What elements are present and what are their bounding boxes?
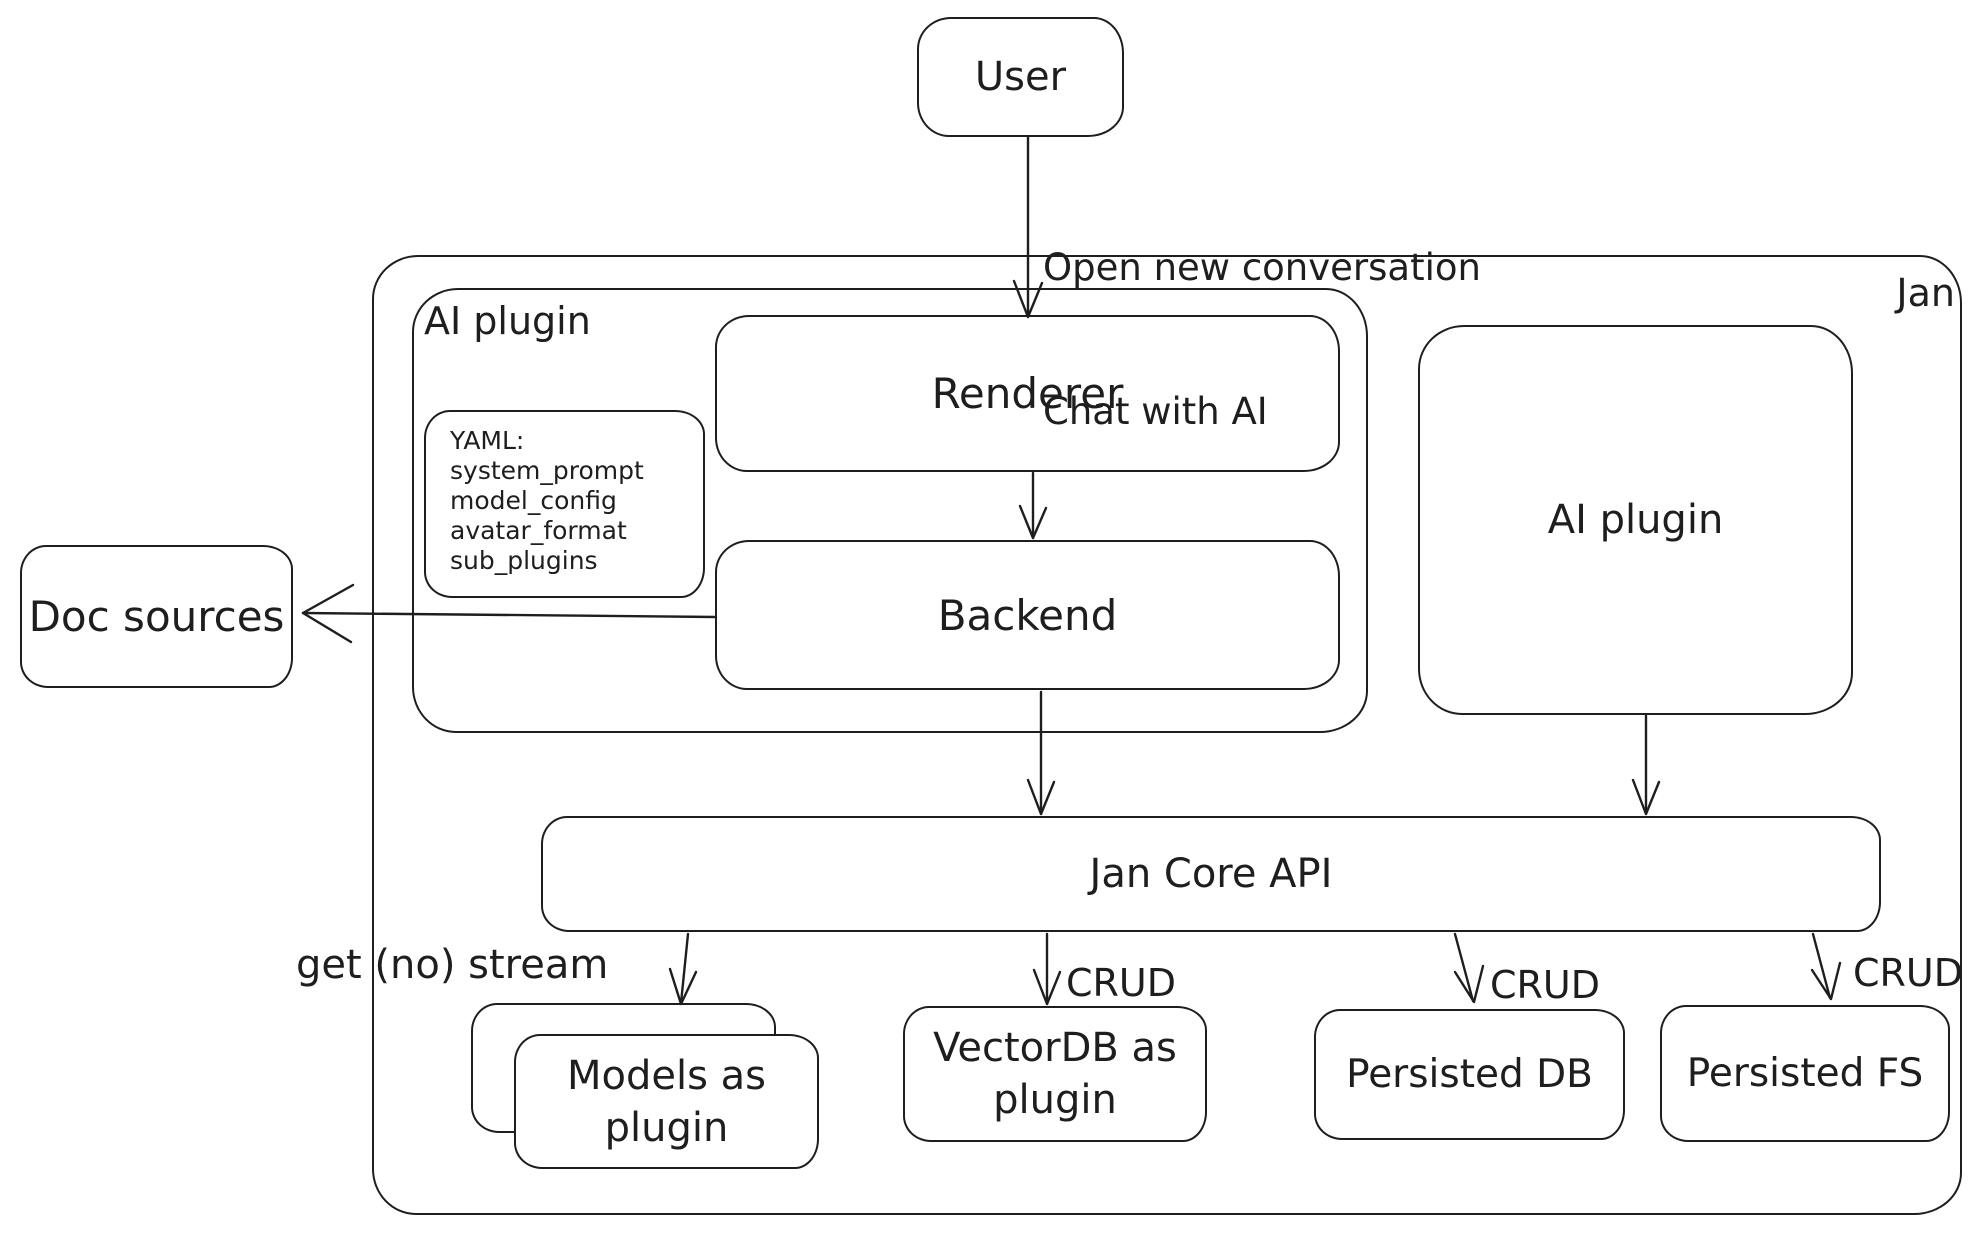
user-node-label: User xyxy=(974,54,1067,100)
edge-label-get-no-stream: get (no) stream xyxy=(296,942,609,988)
edge-label-crud-persisted-db: CRUD xyxy=(1490,963,1601,1007)
edge-label-line1: Open new conversation xyxy=(1043,246,1481,289)
renderer-node: Renderer xyxy=(715,315,1340,472)
jan-core-api-node: Jan Core API xyxy=(541,816,1881,932)
yaml-note-line: sub_plugins xyxy=(450,546,598,575)
ai-plugin-container xyxy=(412,288,1368,733)
edge-label-crud-vectordb: CRUD xyxy=(1066,961,1177,1005)
edge-label-open-conversation: Open new conversation Chat with AI xyxy=(1043,148,1481,532)
persisted-fs-node: Persisted FS xyxy=(1660,1005,1950,1142)
jan-core-api-node-label: Jan Core API xyxy=(1089,851,1333,897)
vectordb-node: VectorDB as plugin xyxy=(903,1006,1207,1142)
vectordb-node-label: VectorDB as plugin xyxy=(933,1025,1177,1123)
ai-plugin-container-label: AI plugin xyxy=(424,299,591,343)
renderer-node-label: Renderer xyxy=(931,369,1124,418)
doc-sources-node-label: Doc sources xyxy=(28,592,285,641)
jan-container-label: Jan xyxy=(1896,271,1955,315)
ai-plugin-node-label: AI plugin xyxy=(1547,497,1724,543)
models-node: Models as plugin xyxy=(514,1034,819,1169)
yaml-note-line: avatar_format xyxy=(450,516,627,545)
backend-node: Backend xyxy=(715,540,1340,690)
doc-sources-node: Doc sources xyxy=(20,545,293,688)
user-node: User xyxy=(917,17,1124,137)
edge-label-line2: Chat with AI xyxy=(1043,390,1268,433)
yaml-note: YAML: system_prompt model_config avatar_… xyxy=(424,410,705,598)
persisted-db-node-label: Persisted DB xyxy=(1346,1052,1593,1097)
yaml-note-line: model_config xyxy=(450,486,617,515)
jan-container xyxy=(372,255,1962,1215)
models-node-label: Models as plugin xyxy=(566,1052,766,1151)
ai-plugin-node: AI plugin xyxy=(1418,325,1853,715)
yaml-note-line: system_prompt xyxy=(450,456,644,485)
persisted-db-node: Persisted DB xyxy=(1314,1009,1625,1140)
persisted-fs-node-label: Persisted FS xyxy=(1686,1051,1924,1096)
backend-node-label: Backend xyxy=(937,590,1118,640)
yaml-note-title: YAML: xyxy=(450,426,525,455)
edge-label-crud-persisted-fs: CRUD xyxy=(1853,951,1964,995)
